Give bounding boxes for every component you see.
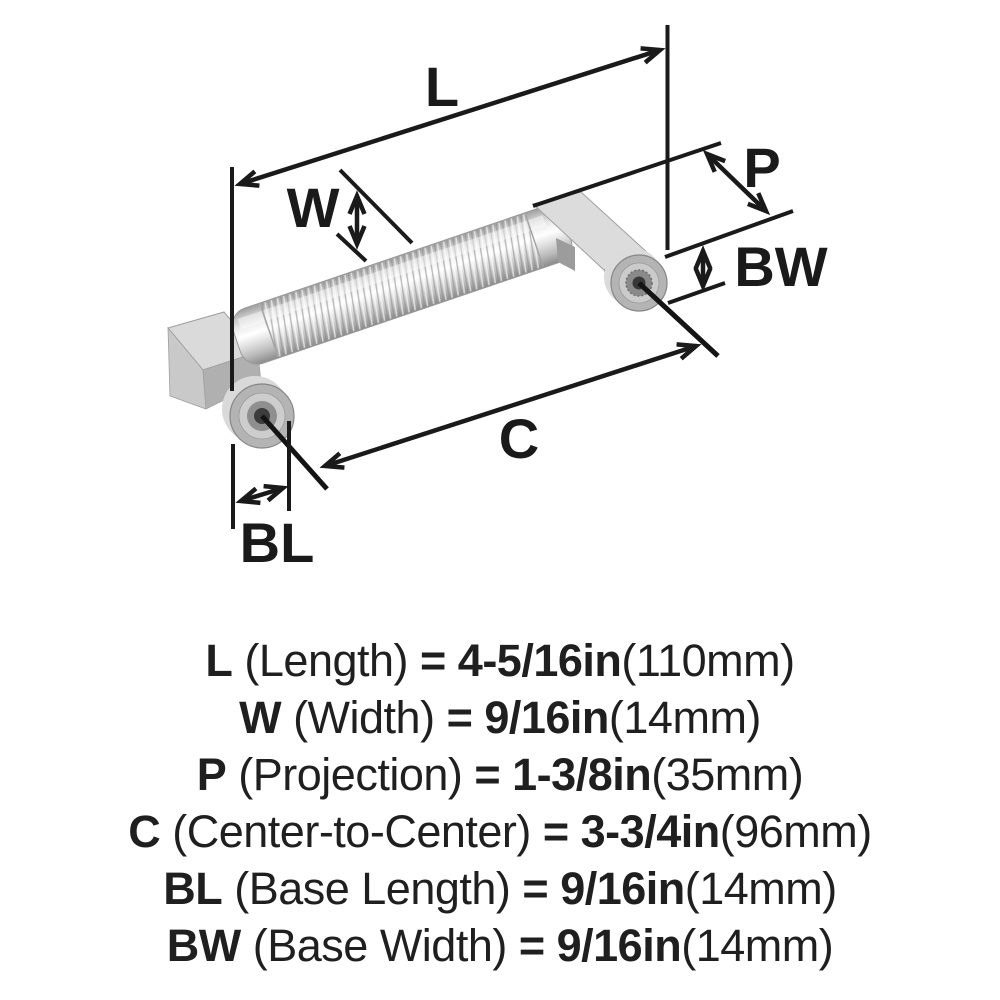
p-bottom-extension xyxy=(664,209,794,259)
legend-inches: 9/16in xyxy=(484,692,609,743)
w-upper-extension xyxy=(338,168,414,245)
dimension-diagram: L W P BW C BL xyxy=(167,25,828,574)
equals-sign: = xyxy=(522,863,549,914)
legend-symbol: P xyxy=(196,749,227,800)
legend-symbol: C xyxy=(128,806,161,857)
label-width: W xyxy=(287,176,340,239)
dimension-legend: L(Length)=4-5/16in(110mm) W(Width)=9/16i… xyxy=(0,632,1000,974)
legend-row-projection: P(Projection)=1-3/8in(35mm) xyxy=(0,746,1000,803)
equals-sign: = xyxy=(446,692,473,743)
label-center-to-center: C xyxy=(499,407,539,470)
legend-mm: (14mm) xyxy=(684,863,838,914)
projection-dimension-line xyxy=(705,152,768,213)
legend-name: (Projection) xyxy=(238,749,463,800)
label-base-width: BW xyxy=(734,235,827,298)
p-top-extension xyxy=(532,141,722,208)
legend-mm: (96mm) xyxy=(719,806,873,857)
center-to-center-dimension-line xyxy=(324,343,697,469)
right-screw-axis-line xyxy=(637,281,720,358)
legend-inches: 1-3/8in xyxy=(512,749,652,800)
legend-name: (Base Length) xyxy=(234,863,511,914)
base-length-dimension-line xyxy=(240,485,284,504)
equals-sign: = xyxy=(518,920,545,971)
bw-bottom-extension xyxy=(667,281,726,305)
equals-sign: = xyxy=(420,635,446,686)
left-screw-axis-line xyxy=(260,414,329,491)
legend-name: (Base Width) xyxy=(252,920,508,971)
pull-handle-illustration xyxy=(167,191,720,491)
legend-row-width: W(Width)=9/16in(14mm) xyxy=(0,689,1000,746)
w-lower-extension xyxy=(335,232,368,263)
legend-inches: 3-3/4in xyxy=(580,806,721,857)
legend-name: (Center-to-Center) xyxy=(172,806,531,857)
extension-lines xyxy=(230,25,794,529)
label-length: L xyxy=(425,55,459,118)
equals-sign: = xyxy=(474,749,501,800)
legend-mm: (14mm) xyxy=(681,920,834,971)
label-projection: P xyxy=(743,136,780,199)
legend-symbol: L xyxy=(205,635,233,686)
legend-mm: (14mm) xyxy=(608,692,762,743)
legend-symbol: BW xyxy=(166,920,241,971)
legend-row-base-width: BW(Base Width)=9/16in(14mm) xyxy=(0,917,1000,974)
legend-inches: 4-5/16in xyxy=(457,635,622,686)
legend-row-length: L(Length)=4-5/16in(110mm) xyxy=(0,632,1000,689)
fluted-bar xyxy=(231,205,573,365)
legend-row-center-to-center: C(Center-to-Center)=3-3/4in(96mm) xyxy=(0,803,1000,860)
legend-inches: 9/16in xyxy=(560,863,685,914)
legend-symbol: W xyxy=(239,692,282,743)
legend-symbol: BL xyxy=(163,863,223,914)
legend-inches: 9/16in xyxy=(556,920,682,971)
label-base-length: BL xyxy=(240,511,315,574)
legend-name: (Length) xyxy=(244,635,409,686)
legend-name: (Width) xyxy=(293,692,435,743)
equals-sign: = xyxy=(542,806,569,857)
legend-mm: (35mm) xyxy=(651,749,804,800)
length-dimension-line xyxy=(239,47,661,187)
legend-mm: (110mm) xyxy=(621,635,795,686)
dimension-labels: L W P BW C BL xyxy=(240,55,828,574)
legend-row-base-length: BL(Base Length)=9/16in(14mm) xyxy=(0,860,1000,917)
